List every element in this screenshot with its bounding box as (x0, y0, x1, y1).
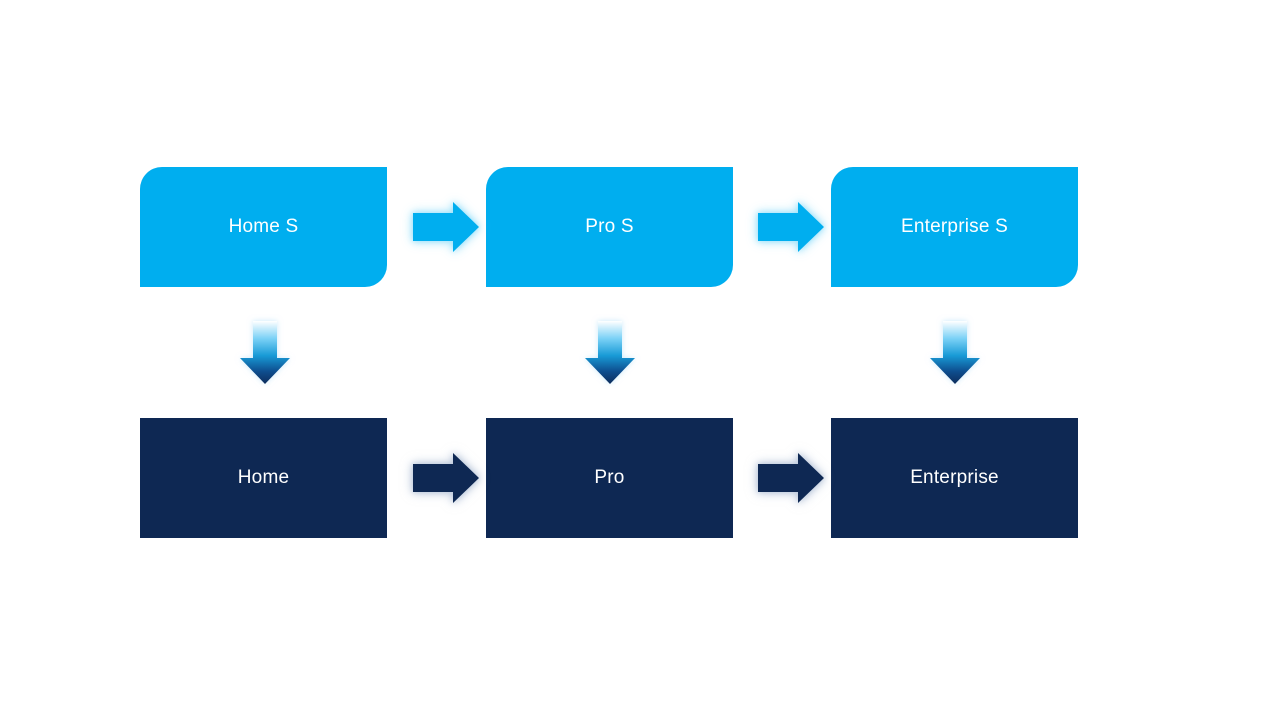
top-box-label: Home S (228, 216, 299, 237)
bottom-box-label: Pro (594, 467, 625, 488)
down-arrow-icon (585, 321, 635, 384)
top-box-label: Enterprise S (901, 216, 1008, 237)
bottom-box-enterprise: Enterprise (831, 418, 1078, 538)
top-box-enterprise-s: Enterprise S (831, 167, 1078, 287)
right-arrow-icon (413, 453, 479, 503)
top-box-pro-s: Pro S (486, 167, 733, 287)
top-box-label: Pro S (585, 216, 634, 237)
right-arrow-icon (758, 453, 824, 503)
bottom-box-home: Home (140, 418, 387, 538)
top-box-home-s: Home S (140, 167, 387, 287)
bottom-box-label: Home (237, 467, 290, 488)
right-arrow-icon (758, 202, 824, 252)
right-arrow-icon (413, 202, 479, 252)
down-arrow-icon (930, 321, 980, 384)
down-arrow-icon (240, 321, 290, 384)
bottom-box-label: Enterprise (910, 467, 999, 488)
bottom-box-pro: Pro (486, 418, 733, 538)
